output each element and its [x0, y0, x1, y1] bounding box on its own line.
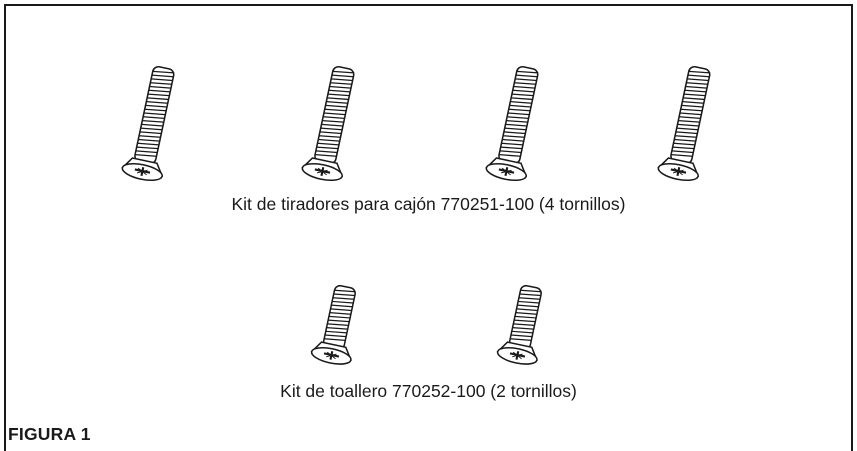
short-screw-1 — [309, 281, 374, 369]
long-screw-2 — [299, 62, 372, 186]
short-screw-2 — [495, 281, 560, 369]
kit-caption-towel-bar: Kit de toallero 770252-100 (2 tornillos) — [280, 381, 577, 401]
kit-caption-drawer-pulls: Kit de tiradores para cajón 770251-100 (… — [231, 194, 626, 214]
figure-label: FIGURA 1 — [8, 424, 91, 444]
figure-frame — [4, 4, 853, 451]
long-screw-1 — [119, 62, 192, 186]
long-screw-3 — [483, 62, 556, 186]
long-screw-4 — [655, 62, 728, 186]
